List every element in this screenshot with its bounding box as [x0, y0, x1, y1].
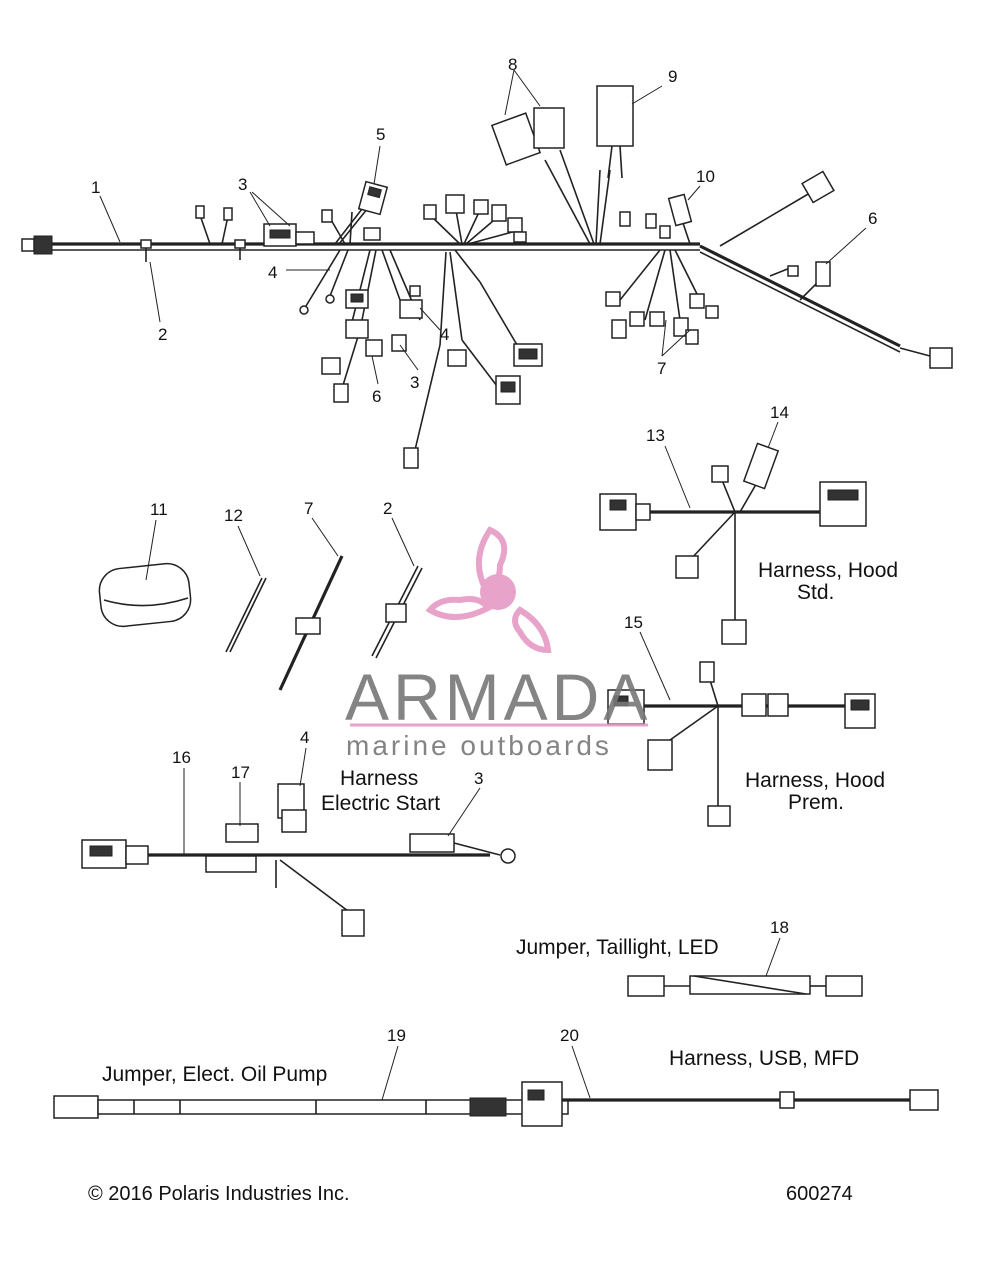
callout-3b: 3 — [410, 373, 419, 392]
callout-5: 5 — [376, 125, 385, 144]
hood-prem-harness — [607, 661, 876, 827]
label-hood-prem-1: Harness, Hood — [745, 769, 885, 792]
label-oil-pump: Jumper, Elect. Oil Pump — [102, 1063, 327, 1086]
armada-propeller-logo — [425, 526, 552, 654]
label-hood-std-2: Std. — [797, 581, 834, 604]
watermark-brand: ARMADA — [345, 660, 651, 734]
taillight-jumper — [627, 975, 863, 997]
callout-3: 3 — [238, 175, 247, 194]
usb-mfd-harness — [521, 1081, 939, 1127]
callout-6b: 6 — [868, 209, 877, 228]
callout-1: 1 — [91, 178, 100, 197]
electric-start-harness — [81, 783, 516, 937]
callout-19: 19 — [387, 1026, 406, 1045]
callout-3c: 3 — [474, 769, 483, 788]
callout-11: 11 — [150, 500, 168, 519]
callout-20: 20 — [560, 1026, 579, 1045]
harness-labels: Harness, Hood Std. Harness, Hood Prem. H… — [102, 559, 898, 1086]
callout-2b: 2 — [383, 499, 392, 518]
watermark-tagline: marine outboards — [346, 730, 612, 761]
copyright-text: © 2016 Polaris Industries Inc. — [88, 1183, 350, 1205]
label-taillight: Jumper, Taillight, LED — [516, 936, 719, 959]
leader-lines — [99, 69, 867, 1101]
oil-pump-jumper — [53, 1095, 569, 1119]
callout-6: 6 — [372, 387, 381, 406]
label-usb-mfd: Harness, USB, MFD — [669, 1047, 859, 1070]
diagram-number: 600274 — [786, 1183, 853, 1205]
label-electric-start-1: Harness — [340, 767, 418, 790]
label-hood-prem-2: Prem. — [788, 791, 844, 814]
callout-17: 17 — [231, 763, 250, 782]
callout-18: 18 — [770, 918, 789, 937]
callout-15: 15 — [624, 613, 643, 632]
callout-numbers: 1 2 3 5 4 4 3 6 6 7 8 9 10 11 12 7 2 13 … — [91, 55, 877, 1045]
callout-10: 10 — [696, 167, 715, 186]
callout-16: 16 — [172, 748, 191, 767]
callout-12: 12 — [224, 506, 243, 525]
callout-7b: 7 — [304, 499, 313, 518]
footer: © 2016 Polaris Industries Inc. 600274 — [88, 1183, 853, 1205]
armada-watermark: ARMADA marine outboards — [345, 526, 651, 761]
callout-9: 9 — [668, 67, 677, 86]
label-hood-std-1: Harness, Hood — [758, 559, 898, 582]
callout-4b: 4 — [440, 325, 449, 344]
hood-std-harness — [599, 442, 867, 645]
callout-4c: 4 — [300, 728, 309, 747]
callout-14: 14 — [770, 403, 789, 422]
callout-8: 8 — [508, 55, 517, 74]
main-harness — [21, 85, 953, 469]
callout-13: 13 — [646, 426, 665, 445]
callout-2: 2 — [158, 325, 167, 344]
callout-4: 4 — [268, 263, 277, 282]
label-electric-start-2: Electric Start — [321, 792, 440, 815]
clips-and-ties — [98, 555, 423, 691]
callout-7: 7 — [657, 359, 666, 378]
